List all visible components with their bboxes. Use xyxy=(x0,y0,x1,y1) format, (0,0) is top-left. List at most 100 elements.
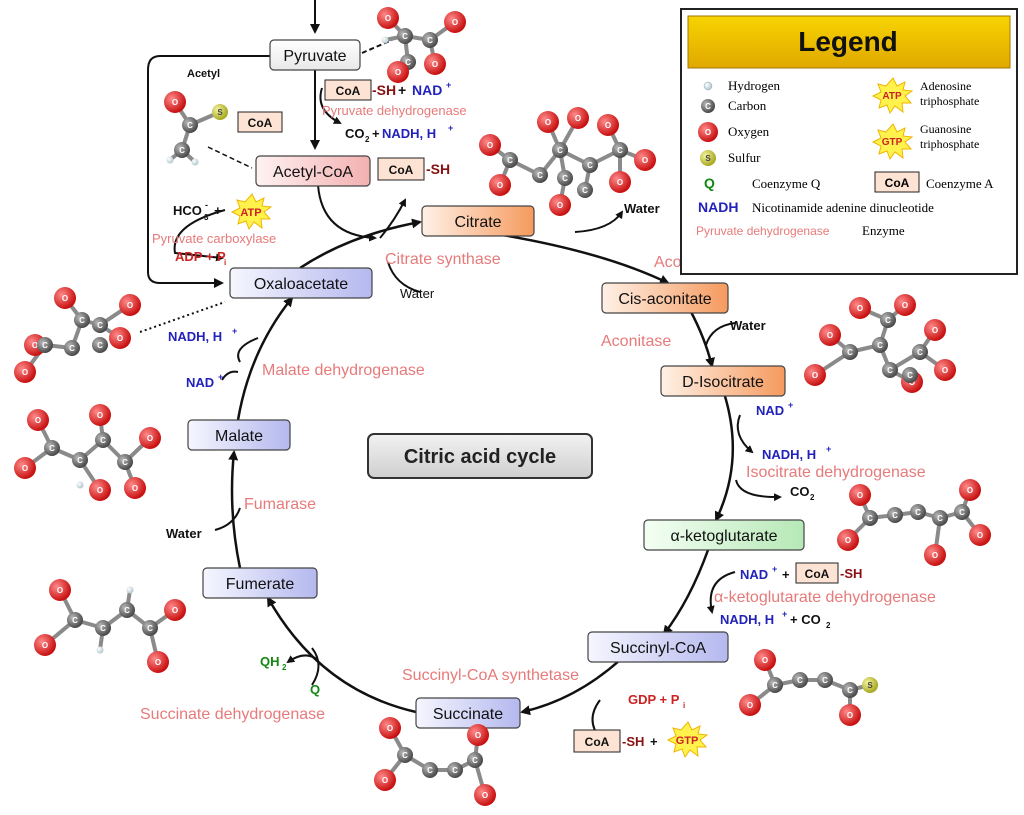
oxygen-atom-icon xyxy=(34,634,56,656)
node-oxaloacetate[interactable]: Oxaloacetate xyxy=(229,267,373,299)
oxygen-atom-icon xyxy=(424,53,446,75)
svg-text:O: O xyxy=(155,658,161,667)
oxygen-atom-icon xyxy=(164,599,186,621)
hco3-atp: HCO 3 - + ATP xyxy=(173,193,273,231)
svg-text:O: O xyxy=(127,301,133,310)
svg-text:C: C xyxy=(97,321,103,330)
node-d-isocitrate[interactable]: D-Isocitrate xyxy=(660,365,786,397)
node-malate[interactable]: Malate xyxy=(187,419,291,451)
node-citrate[interactable]: Citrate xyxy=(421,205,535,237)
coa-acetyl-molecule: CoA xyxy=(237,111,283,133)
svg-text:O: O xyxy=(452,18,458,27)
carbon-atom-icon xyxy=(467,752,483,768)
oxygen-atom-icon xyxy=(374,769,396,791)
carbon-atom-icon xyxy=(557,170,573,186)
carbon-atom-icon xyxy=(842,344,858,360)
dashed-link-acetyl xyxy=(207,146,253,169)
node-pyruvate[interactable]: Pyruvate xyxy=(269,39,361,71)
svg-text:C: C xyxy=(885,316,891,325)
node-fumerate[interactable]: Fumerate xyxy=(202,567,318,599)
carbon-icon xyxy=(701,99,715,113)
svg-text:C: C xyxy=(427,766,433,775)
svg-text:O: O xyxy=(847,711,853,720)
svg-text:Malate: Malate xyxy=(215,428,263,445)
hydrogen-icon xyxy=(703,81,713,91)
gdp-pi: GDP + P i xyxy=(628,692,685,710)
carbon-atom-icon xyxy=(932,510,948,526)
svg-text:Acetyl-CoA: Acetyl-CoA xyxy=(273,164,353,181)
oxygen-atom-icon xyxy=(634,149,656,171)
svg-text:Hydrogen: Hydrogen xyxy=(728,78,780,93)
svg-text:O: O xyxy=(385,14,391,23)
oxygen-atom-icon xyxy=(837,529,859,551)
svg-text:C: C xyxy=(72,616,78,625)
carbon-atom-icon xyxy=(862,510,878,526)
oxygen-atom-icon xyxy=(444,11,466,33)
arrow-succinylcoa-to-succinate xyxy=(520,659,621,716)
carbon-atom-icon xyxy=(954,504,970,520)
oxygen-atom-icon xyxy=(379,717,401,739)
oxygen-atom-icon xyxy=(489,174,511,196)
carbon-atom-icon xyxy=(817,672,833,688)
diagram-title: Citric acid cycle xyxy=(367,433,593,479)
oxygen-atom-icon xyxy=(49,579,71,601)
svg-text:O: O xyxy=(845,536,851,545)
hydrogen-atom-icon xyxy=(126,586,134,594)
svg-text:C: C xyxy=(867,514,873,523)
svg-text:O: O xyxy=(902,301,908,310)
svg-text:NAD: NAD xyxy=(186,375,214,390)
enzyme-pyruvate-dehydrogenase: Pyruvate dehydrogenase xyxy=(322,103,467,118)
svg-text:Coenzyme A: Coenzyme A xyxy=(926,176,994,191)
atp-legend-icon xyxy=(871,77,914,115)
svg-text:+: + xyxy=(218,372,223,382)
svg-text:O: O xyxy=(172,98,178,107)
arrow-succinate-to-fumerate xyxy=(266,596,417,714)
svg-text:i: i xyxy=(683,701,685,710)
arrow-malate-to-oxaloacetate xyxy=(236,296,294,421)
node-acetyl-coa[interactable]: Acetyl-CoA xyxy=(255,155,371,187)
svg-text:C: C xyxy=(402,32,408,41)
svg-text:NADH, H: NADH, H xyxy=(168,329,222,344)
carbon-atom-icon xyxy=(612,142,628,158)
enzyme-citrate-synthase: Citrate synthase xyxy=(385,251,501,268)
svg-text:3: 3 xyxy=(204,213,209,222)
legend-enzyme: Pyruvate dehydrogenase Enzyme xyxy=(696,223,905,238)
oxygen-atom-icon xyxy=(89,404,111,426)
carbon-atom-icon xyxy=(912,344,928,360)
svg-text:α-ketoglutarate: α-ketoglutarate xyxy=(670,528,777,545)
hydrogen-atom-icon xyxy=(76,481,84,489)
svg-text:D-Isocitrate: D-Isocitrate xyxy=(682,374,764,391)
svg-text:C: C xyxy=(77,456,83,465)
svg-text:O: O xyxy=(22,464,28,473)
svg-text:NAD: NAD xyxy=(412,82,442,98)
carbon-atom-icon xyxy=(92,337,108,353)
node-cis-aconitate[interactable]: Cis-aconitate xyxy=(601,282,729,314)
svg-text:C: C xyxy=(915,508,921,517)
carbon-atom-icon xyxy=(582,157,598,173)
node-succinyl-coa[interactable]: Succinyl-CoA xyxy=(587,631,729,663)
svg-text:-SH: -SH xyxy=(622,734,644,749)
water-citrate: Water xyxy=(624,201,660,216)
carbon-atom-icon xyxy=(447,762,463,778)
svg-text:C: C xyxy=(937,514,943,523)
svg-text:C: C xyxy=(402,751,408,760)
sulfur-icon xyxy=(700,150,716,166)
svg-text:Pyruvate: Pyruvate xyxy=(283,48,346,65)
carbon-atom-icon xyxy=(910,504,926,520)
enzyme-succinate-dehydrogenase: Succinate dehydrogenase xyxy=(140,706,325,723)
oxygen-atom-icon xyxy=(754,649,776,671)
oxygen-atom-icon xyxy=(474,784,496,806)
svg-text:C: C xyxy=(772,681,778,690)
carbon-atom-icon xyxy=(142,620,158,636)
oxygen-atom-icon xyxy=(377,7,399,29)
node-alpha-ketoglutarate[interactable]: α-ketoglutarate xyxy=(643,519,805,551)
carbon-atom-icon xyxy=(902,367,918,383)
water-fumarase: Water xyxy=(166,526,202,541)
node-succinate[interactable]: Succinate xyxy=(415,697,521,729)
dashed-link-oxaloacetate xyxy=(139,301,226,333)
